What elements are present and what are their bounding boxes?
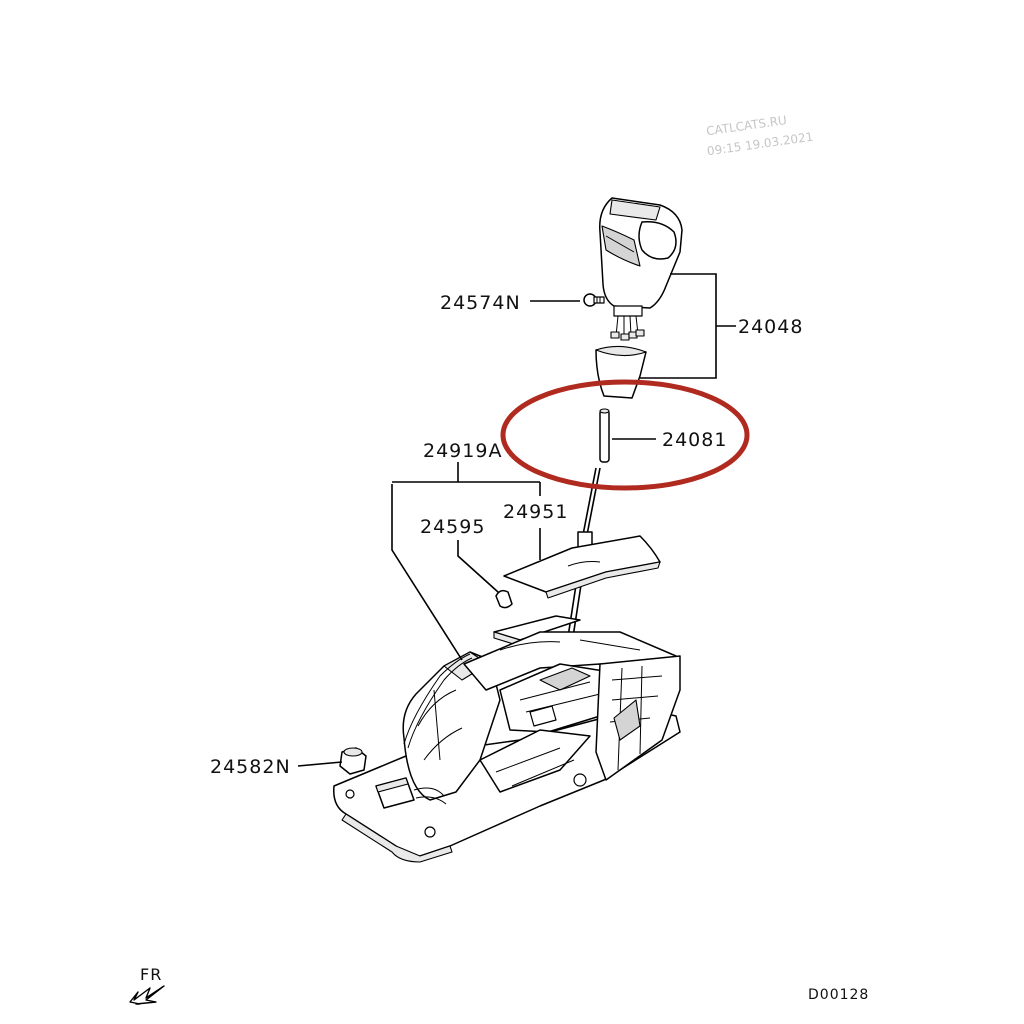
watermark: CATLCATS.RU 09:15 19.03.2021 <box>705 113 814 158</box>
label-24081[interactable]: 24081 <box>662 429 727 451</box>
label-24951[interactable]: 24951 <box>503 501 568 523</box>
bulb-part[interactable] <box>495 589 513 609</box>
drawing-code: D00128 <box>808 987 869 1003</box>
front-label: FR <box>140 965 162 984</box>
leader-lines <box>297 273 736 767</box>
shift-rod-part[interactable] <box>599 408 610 463</box>
nut-part[interactable] <box>339 747 367 775</box>
label-24595[interactable]: 24595 <box>420 516 485 538</box>
screw-part[interactable] <box>583 293 605 307</box>
label-24574N[interactable]: 24574N <box>440 292 521 314</box>
label-24582N[interactable]: 24582N <box>210 756 291 778</box>
highlight-ellipse <box>500 379 750 491</box>
label-24048[interactable]: 24048 <box>738 316 803 338</box>
label-24919A[interactable]: 24919A <box>423 440 502 462</box>
arrow-down-left-icon <box>129 985 165 1005</box>
shift-knob-part[interactable] <box>595 197 683 399</box>
front-direction-indicator: FR <box>129 965 165 1005</box>
indicator-panel-part[interactable] <box>503 535 661 599</box>
knob-connector <box>610 305 645 341</box>
shifter-assembly-part[interactable] <box>333 631 681 863</box>
